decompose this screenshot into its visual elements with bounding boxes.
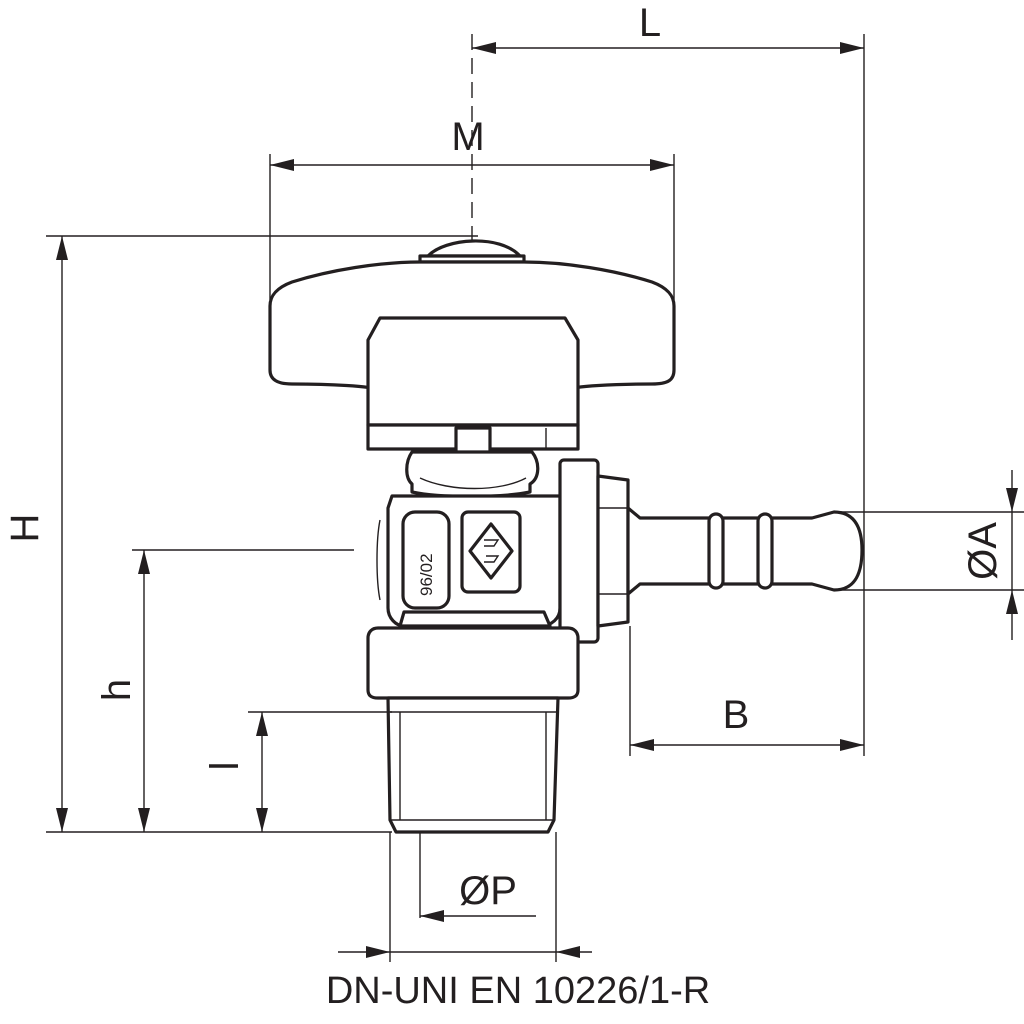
dimension-P: ØP (419, 832, 536, 922)
barb-ring-2 (756, 512, 774, 590)
dimension-h: h (95, 549, 354, 832)
valve-base (366, 626, 580, 834)
dimension-L: L (472, 1, 865, 756)
dimension-B: B (629, 626, 864, 756)
side-outlet (558, 458, 864, 644)
dimension-H: H (3, 235, 478, 833)
dimension-label-L: L (639, 1, 661, 45)
thread-standard-caption: DN-UNI EN 10226/1-R (326, 970, 710, 1012)
outlet-flange (558, 458, 600, 644)
handle-key (454, 426, 492, 456)
valve-handle (268, 239, 676, 456)
valve-neck (405, 450, 540, 499)
valve-body: 96/02 (376, 494, 562, 628)
dimension-A: ØA (836, 470, 1024, 640)
diamond-rs-logo-icon (468, 522, 514, 580)
dimension-label-P: ØP (459, 869, 517, 913)
dimension-label-M: M (451, 115, 484, 159)
dimension-label-H: H (3, 514, 47, 543)
handle-dome (426, 239, 522, 258)
base-collar (366, 626, 580, 700)
hose-barb (626, 506, 864, 596)
outlet-nut (596, 474, 630, 628)
dimension-label-A: ØA (961, 522, 1005, 580)
dimension-M: M (269, 115, 675, 300)
handle-hub (366, 316, 580, 427)
barb-ring-1 (707, 512, 725, 590)
date-stamp-plate (401, 510, 451, 610)
threaded-connector (386, 696, 560, 834)
dimension-DN: DN-UNI EN 10226/1-R (326, 832, 710, 1012)
dimension-label-h: h (95, 679, 139, 701)
dimension-label-l: l (203, 762, 247, 771)
dimension-l: l (203, 711, 392, 832)
dimension-label-B: B (723, 693, 750, 737)
stamp-date: 96/02 (417, 553, 436, 596)
